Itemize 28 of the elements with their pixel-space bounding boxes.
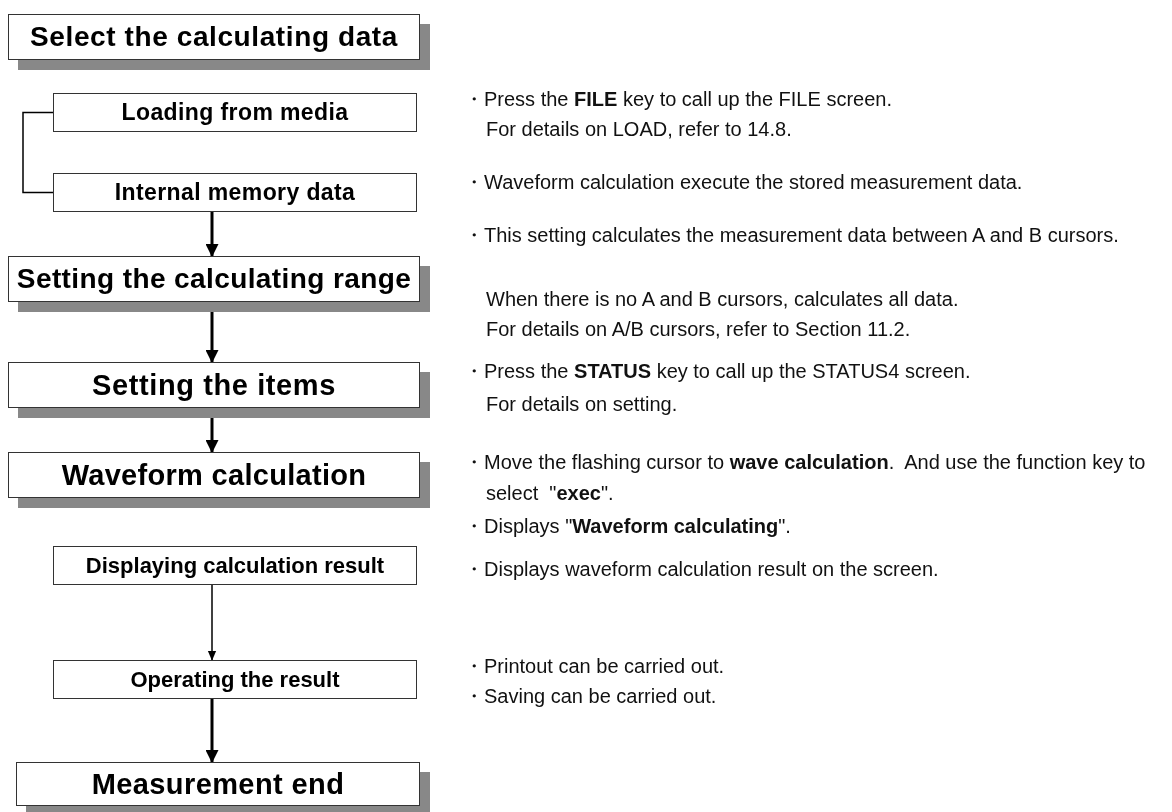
arrow: [205, 312, 219, 364]
arrow: [205, 212, 219, 258]
process-box: Loading from media: [53, 93, 417, 132]
note-text: When there is no A and B cursors, calculates all data.: [486, 287, 960, 312]
note-text: ・Printout can be carried out.: [464, 654, 726, 679]
arrow: [205, 699, 219, 764]
process-box: Measurement end: [16, 762, 420, 806]
process-box: Select the calculating data: [8, 14, 420, 60]
note-text: ・Saving can be carried out.: [464, 684, 718, 709]
note-text: For details on A/B cursors, refer to Section 11.2.: [486, 317, 912, 342]
arrow: [205, 418, 219, 454]
note-text: For details on LOAD, refer to 14.8.: [486, 117, 793, 142]
connector-line: [22, 111, 54, 194]
note-text: ・Move the flashing cursor to wave calculation. And use the function key to select "exec".: [464, 450, 1147, 506]
note-text: ・Waveform calculation execute the stored measurement data.: [464, 170, 1024, 195]
process-box: Displaying calculation result: [53, 546, 417, 585]
note-text: ・Press the FILE key to call up the FILE screen.: [464, 87, 893, 112]
process-box: Waveform calculation: [8, 452, 420, 498]
process-box: Setting the items: [8, 362, 420, 408]
process-box: Setting the calculating range: [8, 256, 420, 302]
arrow: [207, 584, 217, 661]
note-text: ・Press the STATUS key to call up the STATUS4 screen.: [464, 359, 972, 384]
process-box: Internal memory data: [53, 173, 417, 212]
note-text: ・This setting calculates the measurement data between A and B cursors.: [464, 223, 1120, 248]
note-text: ・Displays waveform calculation result on the screen.: [464, 557, 940, 582]
process-box: Operating the result: [53, 660, 417, 699]
note-text: ・Displays "Waveform calculating".: [464, 514, 792, 539]
note-text: For details on setting.: [486, 392, 679, 417]
